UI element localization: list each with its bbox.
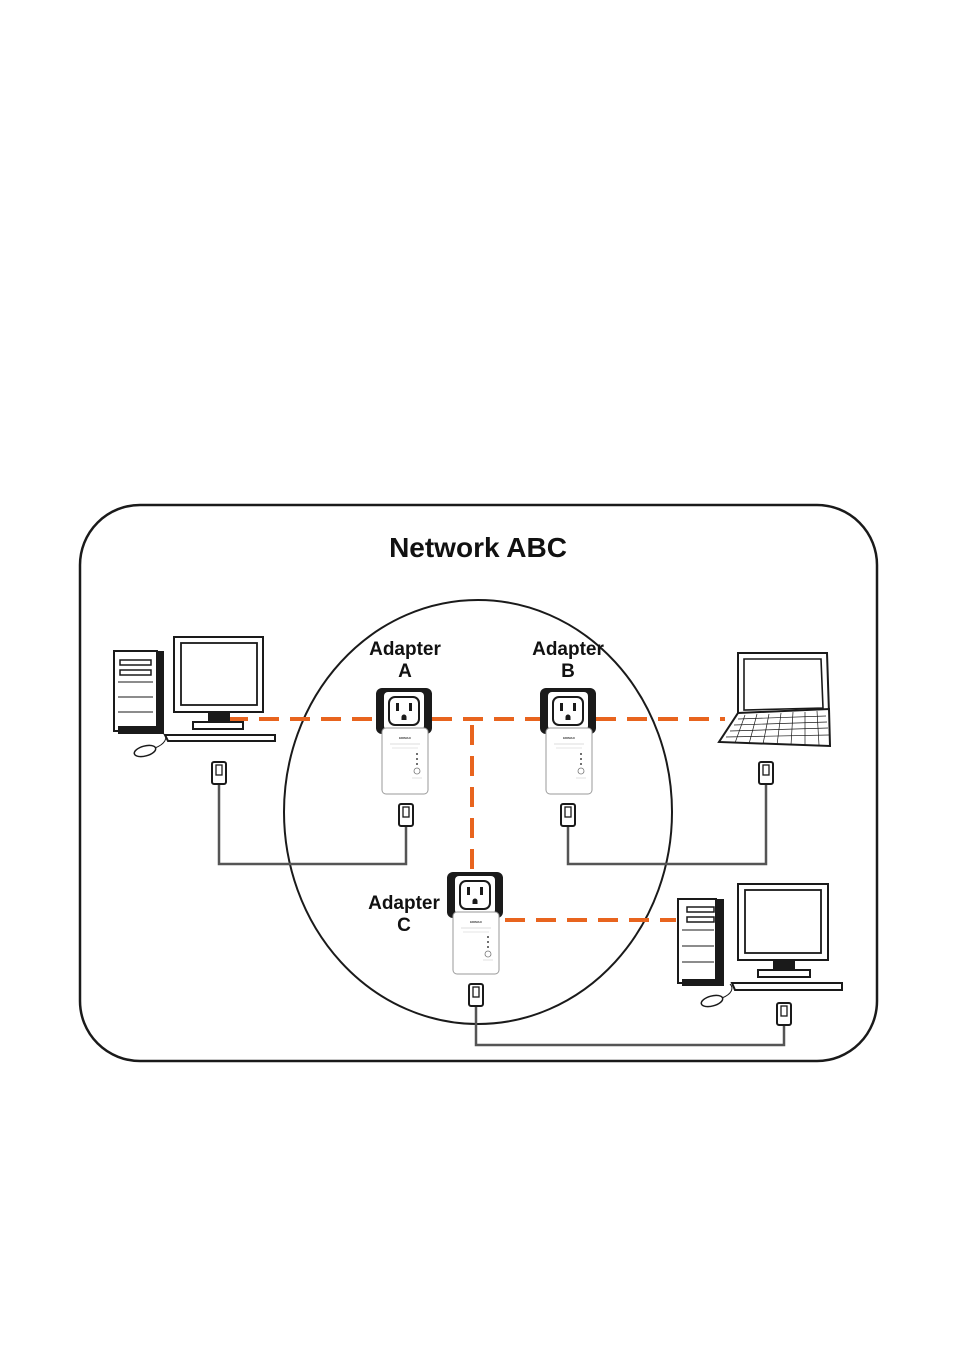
adapter-b-label-line2: B — [561, 661, 575, 682]
ethernet-cable-pc-right — [476, 1006, 784, 1045]
power-led-icon — [416, 753, 418, 755]
adapter-brand-label: EDIMAX — [563, 736, 575, 740]
power-led-icon — [580, 753, 582, 755]
ethernet-plug-icon — [469, 984, 483, 1006]
link-led-icon — [416, 758, 418, 760]
mouse-icon — [700, 984, 732, 1009]
tower-case-icon — [114, 651, 164, 734]
adapter-a-label-line2: A — [398, 661, 412, 682]
adapter-c-label-line1: Adapter — [368, 893, 440, 914]
ethernet-plug-icon — [561, 804, 575, 826]
monitor-icon — [174, 637, 263, 729]
desktop-computer-icon — [114, 637, 275, 759]
ethernet-led-icon — [487, 946, 489, 948]
outlet-icon — [553, 697, 583, 725]
laptop-keyboard-icon — [719, 709, 830, 746]
adapter-b-label-line1: Adapter — [532, 639, 604, 660]
ethernet-led-icon — [580, 763, 582, 765]
laptop-screen-icon — [738, 653, 829, 716]
adapter-a-label-line1: Adapter — [369, 639, 441, 660]
tower-case-icon — [678, 899, 724, 986]
ethernet-cable-laptop — [568, 784, 766, 864]
ethernet-plug-icon — [777, 1003, 791, 1025]
mouse-icon — [133, 734, 166, 759]
monitor-icon — [738, 884, 828, 977]
adapter-b: EDIMAX — [540, 688, 596, 794]
ethernet-plug-icon — [399, 804, 413, 826]
ethernet-plug-icon — [759, 762, 773, 784]
adapter-a: EDIMAX — [376, 688, 432, 794]
desktop-computer-icon — [678, 884, 842, 1009]
adapter-c: EDIMAX — [447, 872, 503, 974]
ethernet-cable-pc-left — [219, 784, 406, 864]
adapter-c-label-line2: C — [397, 915, 411, 936]
network-title: Network ABC — [389, 532, 567, 563]
keyboard-icon — [165, 735, 275, 741]
adapter-brand-label: EDIMAX — [399, 736, 411, 740]
laptop-icon — [719, 653, 830, 746]
adapter-brand-label: EDIMAX — [470, 920, 482, 924]
outlet-icon — [460, 881, 490, 909]
link-led-icon — [487, 941, 489, 943]
outlet-icon — [389, 697, 419, 725]
power-led-icon — [487, 936, 489, 938]
ethernet-led-icon — [416, 763, 418, 765]
keyboard-icon — [732, 983, 842, 990]
ethernet-plug-icon — [212, 762, 226, 784]
link-led-icon — [580, 758, 582, 760]
